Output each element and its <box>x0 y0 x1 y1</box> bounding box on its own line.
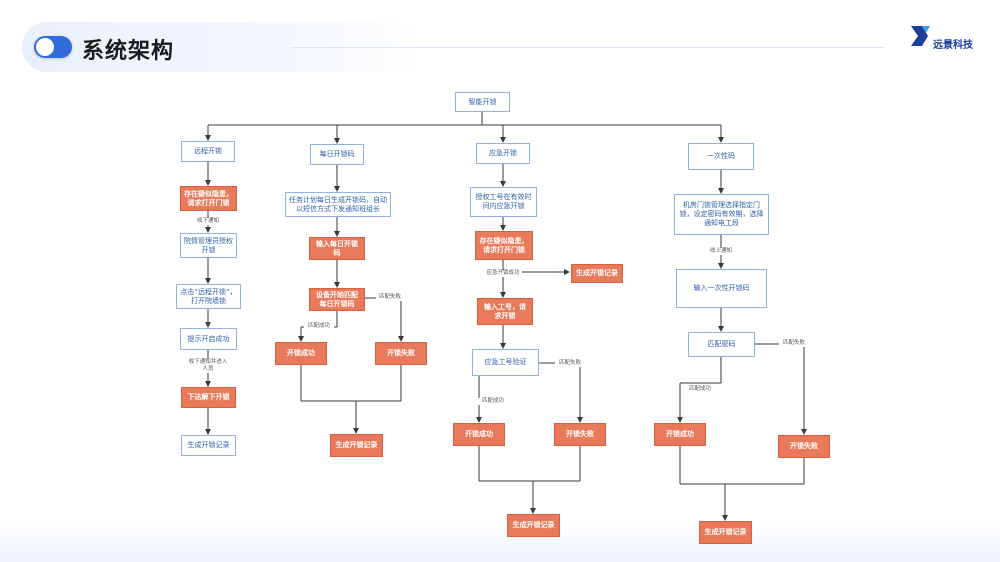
remote-release-node: 下达解下开锁 <box>181 387 236 408</box>
emergency-side-record-node: 生成开锁记录 <box>571 264 623 283</box>
background-wave <box>0 520 1000 562</box>
one-time-setup-node: 机房门锁管理选择指定门锁，设定密码有效期，选择通知电工段 <box>674 194 769 235</box>
emergency-verify-node: 应急工号验证 <box>472 349 539 376</box>
company-logo-icon <box>911 26 930 46</box>
toggle-knob <box>36 38 54 56</box>
emergency-unlock-fail-node: 开锁失败 <box>554 423 606 446</box>
company-name: 远景科技 <box>933 40 973 51</box>
daily-fail-label: 匹配失败 <box>376 294 404 301</box>
one-time-unlock-fail-node: 开锁失败 <box>778 435 830 458</box>
remote-unlock-node: 远程开锁 <box>181 141 235 162</box>
one-time-fail-label: 匹配失败 <box>779 340 809 347</box>
root-node: 智能开锁 <box>455 92 510 112</box>
remote-authorize-node: 院情管理员授权开锁 <box>180 233 237 258</box>
remote-note-enter: 收下通知并进入人员 <box>187 359 229 373</box>
emergency-unlock-node: 应急开锁 <box>476 143 530 164</box>
one-time-input-node: 输入一次性开锁码 <box>676 269 767 308</box>
emergency-authorize-node: 授权工号在有效时间内应急开锁 <box>470 187 537 217</box>
one-time-unlock-success-node: 开锁成功 <box>654 423 706 446</box>
remote-record-node: 生成开锁记录 <box>181 435 236 456</box>
page-title: 系统架构 <box>82 39 175 64</box>
emergency-success-label: 匹配成功 <box>478 398 508 405</box>
emergency-side-label: 应急开锁成功 <box>484 270 522 277</box>
one-time-match-node: 匹配密码 <box>688 332 755 357</box>
daily-unlock-success-node: 开锁成功 <box>275 342 327 365</box>
one-time-success-label: 匹配成功 <box>685 386 715 393</box>
daily-unlock-fail-node: 开锁失败 <box>375 342 427 365</box>
one-time-note-receive: 收上通知 <box>706 248 736 255</box>
daily-match-node: 设备开始匹配每日开锁码 <box>309 288 365 311</box>
remote-success-tip-node: 提示开启成功 <box>180 328 237 350</box>
emergency-unlock-success-node: 开锁成功 <box>453 423 505 446</box>
daily-input-node: 输入每日开锁码 <box>309 237 365 260</box>
emergency-fail-label: 匹配失败 <box>555 360 585 367</box>
one-time-record-node: 生成开锁记录 <box>699 521 752 544</box>
remote-request-node: 存在疑似隐患，请求打开门锁 <box>180 186 237 211</box>
emergency-input-node: 输入工号，请求开锁 <box>477 298 533 325</box>
emergency-request-node: 存在疑似隐患，请求打开门锁 <box>475 231 533 260</box>
header-divider <box>290 47 885 48</box>
daily-success-label: 匹配成功 <box>304 323 334 330</box>
one-time-code-node: 一次性码 <box>688 143 754 170</box>
remote-note-receive: 收下通知 <box>189 218 227 225</box>
daily-code-node: 每日开锁码 <box>310 144 364 165</box>
emergency-record-node: 生成开锁记录 <box>507 514 560 537</box>
daily-task-node: 任务计划每日生成开锁码，自动以短信方式下发通知班组长 <box>285 192 391 217</box>
toggle-icon <box>34 36 72 58</box>
daily-record-node: 生成开锁记录 <box>330 434 383 457</box>
remote-click-node: 点击“远程开锁”，打开院墙锁 <box>176 284 241 309</box>
